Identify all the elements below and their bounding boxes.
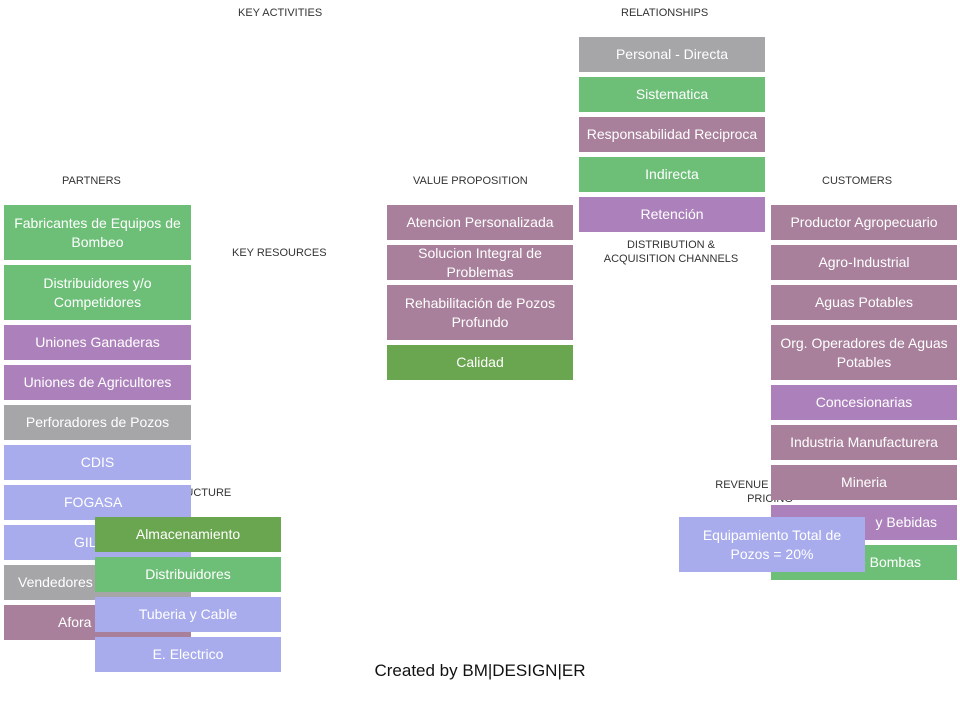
customer-box: Concesionarias	[771, 385, 957, 420]
cost-box: E. Electrico	[95, 637, 281, 672]
header-partners: PARTNERS	[62, 175, 121, 187]
partner-box: FOGASA	[4, 485, 191, 520]
partner-box: Uniones de Agricultores	[4, 365, 191, 400]
header-customers: CUSTOMERS	[822, 175, 893, 187]
cost-box: Tuberia y Cable	[95, 597, 281, 632]
footer-credit: Created by BM|DESIGN|ER	[374, 661, 586, 680]
cost-box: Almacenamiento	[95, 517, 281, 552]
header-relationships: RELATIONSHIPS	[621, 7, 709, 19]
relationship-box: Responsabilidad Reciproca	[579, 117, 765, 152]
customer-box: Industria Manufacturera	[771, 425, 957, 460]
value-proposition-box: Atencion Personalizada	[387, 205, 573, 240]
customer-box: Org. Operadores de Aguas Potables	[771, 325, 957, 380]
customer-box: Productor Agropecuario	[771, 205, 957, 240]
relationship-box: Sistematica	[579, 77, 765, 112]
customer-box: Agro-Industrial	[771, 245, 957, 280]
relationship-box: Retención	[579, 197, 765, 232]
header-key-activities: KEY ACTIVITIES	[238, 7, 323, 19]
value-proposition-box: Solucion Integral de Problemas	[387, 245, 573, 280]
header-distribution: DISTRIBUTION & ACQUISITION CHANNELS	[603, 239, 739, 265]
partner-box: Perforadores de Pozos	[4, 405, 191, 440]
partner-box: Fabricantes de Equipos de Bombeo	[4, 205, 191, 260]
revenue-box: Equipamiento Total de Pozos = 20%	[679, 517, 865, 572]
partner-box: CDIS	[4, 445, 191, 480]
header-value-proposition: VALUE PROPOSITION	[413, 175, 528, 187]
partner-box: Uniones Ganaderas	[4, 325, 191, 360]
value-proposition-box: Calidad	[387, 345, 573, 380]
relationship-box: Personal - Directa	[579, 37, 765, 72]
value-proposition-box: Rehabilitación de Pozos Profundo	[387, 285, 573, 340]
partner-box: Distribuidores y/o Competidores	[4, 265, 191, 320]
header-key-resources: KEY RESOURCES	[232, 247, 327, 259]
cost-box: Distribuidores	[95, 557, 281, 592]
relationship-box: Indirecta	[579, 157, 765, 192]
customer-box: Mineria	[771, 465, 957, 500]
customer-box: Aguas Potables	[771, 285, 957, 320]
